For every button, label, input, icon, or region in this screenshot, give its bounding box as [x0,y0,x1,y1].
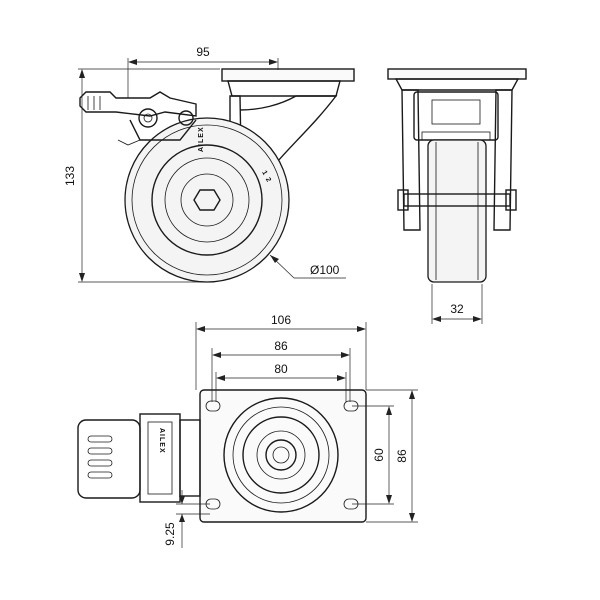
dim-133-arrow-bottom [79,273,85,282]
front-view: 32 [387,68,527,324]
dim-86v-label: 86 [395,449,409,463]
bottom-hole-top-left [205,400,221,412]
front-fork-right [493,89,513,231]
bottom-swivel-race [232,406,330,504]
bottom-kingpin [265,439,297,471]
side-view: 1 2 AILEX 133 95 Ø100 [63,45,355,283]
dim-60-label: 60 [372,448,386,462]
dim-106-label: 106 [271,313,291,327]
side-fork-curve [239,95,338,181]
side-wheel-hub-inner [180,173,234,227]
bottom-brake-pedal [77,419,141,499]
side-wheel-tread [124,117,290,283]
dim-32-arrow-left [432,316,441,322]
bottom-brake-label-panel [147,421,173,495]
bottom-view: AILEX 106 86 80 60 86 [77,313,418,548]
dim-95-label: 95 [196,45,210,59]
dim-106-arrow-left [196,326,205,332]
bottom-pedal-rib-3 [87,459,113,467]
dim-925-arrow-top [179,496,185,504]
dim-133-label: 133 [63,166,77,186]
dim-86v-arrow-top [409,390,415,399]
bottom-swivel-ring [242,416,320,494]
bottom-brand-text: AILEX [158,428,165,454]
dim-diameter-arrow [270,255,279,263]
dim-86h-arrow-left [212,352,221,358]
side-brake-shoe [117,139,141,146]
dim-133-arrow-top [79,69,85,78]
dim-32-label: 32 [450,302,464,316]
dim-95-arrow-right [269,59,278,65]
dim-80-arrow-left [216,375,225,381]
side-wheel-hub-mid [164,157,250,243]
side-brand-text: AILEX [198,126,205,152]
front-brake-housing [413,91,499,141]
dim-86v-arrow-bottom [409,513,415,522]
front-wheel [427,139,487,283]
bottom-pedal-rib-1 [87,435,113,443]
front-fork-left [401,89,421,231]
side-brake-lever [129,119,197,141]
front-axle-nut-right [505,189,517,211]
dim-diameter-label: Ø100 [310,263,340,277]
bottom-pedal-rib-2 [87,447,113,455]
bottom-swivel-outer [223,397,339,513]
bottom-swivel-inner [256,430,306,480]
side-wheel-hub-outer [151,144,263,256]
dim-80-arrow-right [337,375,346,381]
front-swivel-housing [394,78,520,91]
front-brake-window [431,99,481,125]
side-top-plate [221,68,355,82]
dim-925-arrow-bottom [179,514,185,522]
front-brake-bar [421,131,491,141]
side-axle-nut [193,189,221,211]
bottom-brake-connector [179,419,201,497]
dim-32-arrow-right [473,316,482,322]
side-wheel-rim [131,124,283,276]
dim-60-arrow-top [386,406,392,415]
dim-60-arrow-bottom [386,495,392,504]
dim-106-arrow-right [357,326,366,332]
front-top-plate [387,68,527,80]
dim-80-label: 80 [274,362,288,376]
bottom-pedal-rib-4 [87,471,113,479]
side-swivel-housing [227,80,341,97]
side-brake-pivot-pin [143,113,153,123]
side-pedal-ridges [87,96,101,110]
front-axle-nut-left [397,189,409,211]
side-brake-cam [178,110,194,126]
dim-95-arrow-left [128,59,137,65]
side-brake-pivot [138,108,158,128]
bottom-kingpin-core [272,446,290,464]
side-brake-pedal [79,91,197,117]
bottom-plate [199,389,367,523]
dim-86h-label: 86 [274,339,288,353]
dim-925-label: 9.25 [163,522,177,546]
front-axle [403,193,511,207]
dim-86h-arrow-right [341,352,350,358]
